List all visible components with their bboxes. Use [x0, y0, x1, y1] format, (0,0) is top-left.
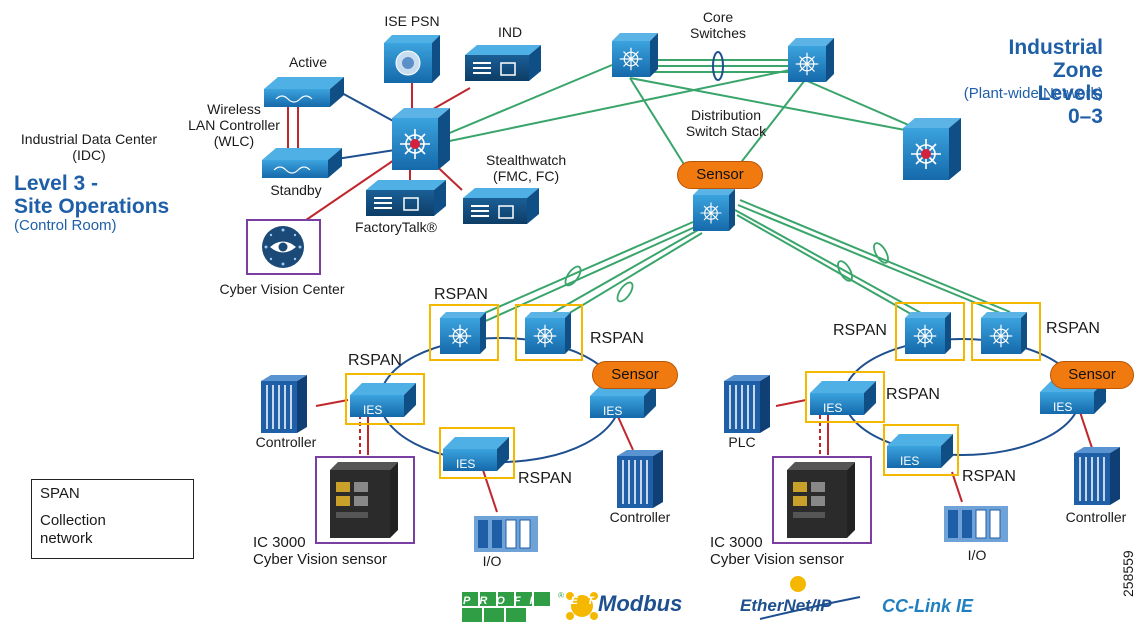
rspan-label: RSPAN	[348, 352, 402, 369]
core-aggregation-oval	[712, 51, 724, 81]
rspan-label: RSPAN	[518, 470, 572, 487]
modbus-logo-icon	[566, 592, 598, 620]
legend-span-label: SPAN	[40, 485, 80, 502]
io-label: I/O	[482, 553, 502, 569]
modbus-logo-text: Modbus	[598, 591, 683, 616]
profinet-logo-text: PROFI NET	[463, 595, 603, 607]
io-module-left	[474, 516, 538, 552]
rspan-label: RSPAN	[962, 468, 1016, 485]
industrial-zone-subtitle: (Plant-wide Network)	[963, 85, 1103, 102]
rspan-boxes	[345, 302, 1041, 479]
ic3000-sensor-right	[772, 456, 872, 544]
ise-psn-label: ISE PSN	[384, 13, 440, 29]
standby-label: Standby	[270, 182, 322, 198]
ies-label: IES	[823, 401, 843, 415]
profinet-logo: ®	[462, 591, 564, 622]
legend-collection-label: Collection network	[40, 512, 106, 547]
ies-switch-left-3	[590, 384, 656, 418]
ies-switch-left-1	[350, 383, 416, 417]
cyber-vision-center	[246, 219, 321, 275]
link-aggregation-ovals	[564, 242, 889, 303]
controller-right	[1074, 447, 1120, 505]
ies-label: IES	[900, 454, 920, 468]
controller-label: Controller	[609, 509, 671, 525]
wlc-label: Wireless LAN Controller (WLC)	[188, 101, 280, 149]
io-module-right	[944, 506, 1008, 542]
legend: SPAN Collection network	[31, 479, 194, 559]
stealthwatch-label: Stealthwatch (FMC, FC)	[486, 152, 567, 184]
factorytalk-appliance	[366, 180, 446, 216]
ic3000-label-left: IC 3000 Cyber Vision sensor	[253, 534, 387, 568]
rspan-label: RSPAN	[833, 322, 887, 339]
ic3000-sensor-left	[315, 456, 415, 544]
controller-label: Controller	[1065, 509, 1127, 525]
dc-core-switch	[392, 108, 450, 170]
controller-label: Controller	[255, 434, 317, 450]
core-switch-right	[788, 38, 834, 82]
core-switch-left	[612, 33, 658, 77]
ies-label: IES	[456, 457, 476, 471]
controller-middle	[617, 450, 663, 508]
plc-label: PLC	[728, 434, 756, 450]
active-label: Active	[288, 54, 328, 70]
controller-left	[261, 375, 307, 433]
ies-switch-right-1	[810, 381, 876, 415]
sensor-badge-distribution: Sensor	[677, 161, 763, 189]
ring-switch-1	[440, 312, 486, 354]
ethernetip-logo-text: EtherNet/IP	[740, 596, 832, 615]
stealthwatch-appliance	[463, 188, 539, 224]
wlc-active	[264, 77, 344, 107]
level3-subtitle: (Control Room)	[14, 217, 117, 234]
ind-label: IND	[497, 24, 523, 40]
cyber-vision-center-label: Cyber Vision Center	[219, 281, 345, 297]
ring-switch-2	[525, 312, 571, 354]
distribution-switch	[693, 189, 735, 231]
idc-label: Industrial Data Center (IDC)	[20, 131, 158, 163]
figure-number: 258559	[1120, 550, 1134, 597]
sensor-badge-left-ring: Sensor	[592, 361, 678, 389]
rspan-label: RSPAN	[434, 286, 488, 303]
plc	[724, 375, 770, 433]
level3-title: Level 3 - Site Operations	[14, 172, 170, 218]
ring-red-links	[315, 399, 1093, 513]
ind-appliance	[465, 45, 541, 81]
cclink-logo-text: CC-Link IE	[882, 596, 974, 616]
wlc-standby	[262, 148, 342, 178]
plant-switch-right	[903, 118, 961, 180]
ethernetip-swoosh-icon	[759, 576, 861, 620]
ic3000-label-right: IC 3000 Cyber Vision sensor	[710, 534, 844, 568]
svg-text:®: ®	[558, 591, 564, 600]
ring-switch-3	[905, 312, 951, 354]
factorytalk-label: FactoryTalk®	[355, 219, 437, 235]
ies-label: IES	[603, 404, 623, 418]
rspan-label: RSPAN	[590, 330, 644, 347]
green-links	[439, 59, 1011, 329]
ise-psn-server	[384, 35, 440, 83]
io-label: I/O	[967, 547, 987, 563]
industrial-zone-title: Industrial Zone Levels 0–3	[1008, 36, 1103, 128]
rspan-label: RSPAN	[1046, 320, 1100, 337]
sensor-badge-right-ring: Sensor	[1050, 361, 1134, 389]
rspan-label: RSPAN	[886, 386, 940, 403]
ies-switch-right-2	[887, 434, 953, 468]
ies-label: IES	[1053, 400, 1073, 414]
ies-label: IES	[363, 403, 383, 417]
ies-switch-left-2	[443, 437, 509, 471]
core-switches-label: Core Switches	[689, 9, 747, 41]
distribution-switch-stack-label: Distribution Switch Stack	[685, 107, 767, 139]
ring-switch-4	[981, 312, 1027, 354]
